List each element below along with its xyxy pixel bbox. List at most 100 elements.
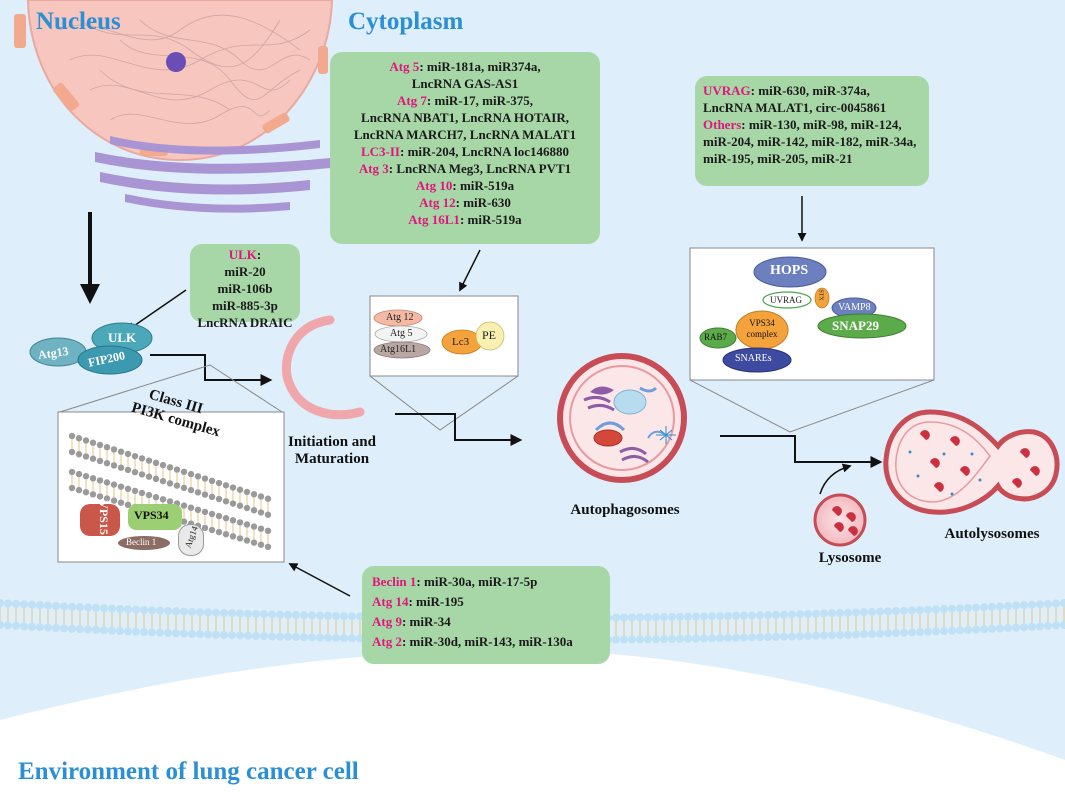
vps34-complex-line1: VPS34 bbox=[749, 318, 775, 328]
atg-box-key: LC3-II bbox=[360, 144, 400, 159]
stx-label: STX bbox=[817, 289, 824, 301]
phagophore bbox=[281, 315, 365, 420]
golgi-apparatus bbox=[95, 136, 330, 213]
vps34-label: VPS34 bbox=[134, 508, 169, 522]
atg-box-row: LC3-II: miR-204, LncRNA loc146880 bbox=[330, 143, 600, 160]
vps34-shape bbox=[128, 504, 182, 530]
beclin-box-text: : miR-30a, miR-17-5p bbox=[416, 574, 538, 589]
beclin-box-text: : miR-195 bbox=[408, 594, 464, 609]
uvrag-box-key: UVRAG bbox=[703, 83, 751, 98]
beclin-box-key: Atg 14 bbox=[372, 594, 409, 609]
uvrag-box-row: Others: miR-130, miR-98, miR-124, bbox=[703, 116, 929, 133]
atg12-label: Atg 12 bbox=[386, 312, 414, 323]
uvrag-mirna-box: UVRAG: miR-630, miR-374a,LncRNA MALAT1, … bbox=[695, 76, 929, 186]
cytoplasm-title: Cytoplasm bbox=[348, 8, 464, 35]
beclin-box-row: Atg 9: miR-34 bbox=[372, 612, 610, 632]
atg-box-key: Atg 7 bbox=[396, 93, 427, 108]
atg-box-key: Atg 5 bbox=[389, 59, 420, 74]
vps34-complex-line2: complex bbox=[746, 329, 778, 339]
autolysosomes-caption: Autolysosomes bbox=[944, 526, 1040, 542]
atg5-label: Atg 5 bbox=[390, 328, 413, 339]
atg-box-key: Atg 12 bbox=[419, 195, 456, 210]
autophagosome bbox=[557, 353, 687, 483]
atg-box-row: Atg 3: LncRNA Meg3, LncRNA PVT1 bbox=[330, 160, 600, 177]
atg-box-key: Atg 3 bbox=[358, 161, 389, 176]
uvrag-box-text: LncRNA MALAT1, circ-0045861 bbox=[703, 100, 887, 115]
atg-box-row: LncRNA GAS-AS1 bbox=[330, 75, 600, 92]
beclin-box-key: Atg 2 bbox=[372, 634, 402, 649]
pi3k-panel bbox=[57, 411, 285, 563]
nucleus-title: Nucleus bbox=[36, 8, 121, 35]
atg-box-row: LncRNA MARCH7, LncRNA MALAT1 bbox=[330, 126, 600, 143]
beclin-box-row: Atg 2: miR-30d, miR-143, miR-130a bbox=[372, 632, 610, 652]
autophagosomes-caption: Autophagosomes bbox=[570, 502, 680, 518]
beclin-box-text: : miR-30d, miR-143, miR-130a bbox=[401, 634, 573, 649]
snares-label: SNAREs bbox=[735, 353, 772, 364]
beclin-shape bbox=[118, 536, 170, 550]
vps34-complex-label: VPS34 complex bbox=[740, 318, 784, 340]
lc3-label: Lc3 bbox=[452, 336, 470, 348]
ulk-row: LncRNA DRAIC bbox=[197, 315, 293, 330]
atg16l1-label: Atg16L1 bbox=[380, 344, 417, 355]
uvrag-box-text: : miR-130, miR-98, miR-124, bbox=[741, 117, 902, 132]
uvrag-box-row: LncRNA MALAT1, circ-0045861 bbox=[703, 99, 929, 116]
atg14-shape bbox=[178, 524, 204, 556]
atg-box-text: : miR-630 bbox=[455, 195, 511, 210]
atg-box-text: : miR-17, miR-375, bbox=[426, 93, 534, 108]
atg-box-row: Atg 5: miR-181a, miR374a, bbox=[330, 58, 600, 75]
initiation-line2: Maturation bbox=[294, 451, 370, 467]
uvrag-box-text: : miR-630, miR-374a, bbox=[750, 83, 870, 98]
atg-box-row: Atg 7: miR-17, miR-375, bbox=[330, 92, 600, 109]
uvrag-box-text: miR-195, miR-205, miR-21 bbox=[703, 151, 853, 166]
ulk-label: ULK bbox=[108, 330, 137, 345]
atg-box-text: : LncRNA Meg3, LncRNA PVT1 bbox=[388, 161, 572, 176]
atg-box-text: : miR-519a bbox=[459, 212, 522, 227]
uvrag-label: UVRAG bbox=[770, 295, 803, 305]
atg-box-row: Atg 10: miR-519a bbox=[330, 177, 600, 194]
beclin-box-row: Atg 14: miR-195 bbox=[372, 592, 610, 612]
environment-title: Environment of lung cancer cell bbox=[18, 758, 359, 785]
atg-box-key: Atg 16L1 bbox=[408, 212, 460, 227]
atg-box-text: : miR-181a, miR374a, bbox=[419, 59, 541, 74]
beclin-box-row: Beclin 1: miR-30a, miR-17-5p bbox=[372, 572, 610, 592]
ulk-complex bbox=[29, 322, 153, 375]
snap29-label: SNAP29 bbox=[832, 318, 879, 333]
hops-label: HOPS bbox=[770, 263, 809, 278]
beclin-box-key: Beclin 1 bbox=[372, 574, 417, 589]
beclin-box-text: : miR-34 bbox=[401, 614, 451, 629]
autolysosome bbox=[883, 409, 1060, 515]
uvrag-box-key: Others bbox=[703, 117, 742, 132]
vamp8-label: VAMP8 bbox=[838, 302, 871, 313]
atg-box-row: Atg 12: miR-630 bbox=[330, 194, 600, 211]
atg-box-text: LncRNA NBAT1, LncRNA HOTAIR, bbox=[361, 110, 569, 125]
uvrag-box-text: miR-204, miR-142, miR-182, miR-34a, bbox=[703, 134, 917, 149]
beclin-box-key: Atg 9 bbox=[372, 614, 402, 629]
beclin-label: Beclin 1 bbox=[126, 537, 157, 547]
atg-box-text: LncRNA GAS-AS1 bbox=[411, 76, 519, 91]
pe-label: PE bbox=[482, 328, 497, 342]
atg-box-text: : miR-204, LncRNA loc146880 bbox=[400, 144, 569, 159]
nucleus bbox=[14, 0, 334, 162]
ulk-row: miR-885-3p bbox=[212, 298, 278, 313]
ulk-mirna-box: ULK: miR-20 miR-106b miR-885-3p LncRNA D… bbox=[190, 244, 300, 330]
uvrag-box-row: UVRAG: miR-630, miR-374a, bbox=[703, 82, 929, 99]
atg-box-text: LncRNA MARCH7, LncRNA MALAT1 bbox=[353, 127, 577, 142]
lysosome-caption: Lysosome bbox=[818, 550, 882, 566]
lysosome bbox=[813, 493, 867, 547]
atg-box-row: Atg 16L1: miR-519a bbox=[330, 211, 600, 228]
ulk-row: miR-20 bbox=[224, 264, 266, 279]
initiation-line1: Initiation and bbox=[288, 434, 376, 450]
ulk-key: ULK bbox=[228, 247, 257, 262]
atg-box-row: LncRNA NBAT1, LncRNA HOTAIR, bbox=[330, 109, 600, 126]
initiation-caption: Initiation and Maturation bbox=[284, 434, 380, 468]
uvrag-box-row: miR-204, miR-142, miR-182, miR-34a, bbox=[703, 133, 929, 150]
uvrag-box-row: miR-195, miR-205, miR-21 bbox=[703, 150, 929, 167]
vps15-label: VPS15 bbox=[96, 500, 111, 535]
rab7-label: RAB7 bbox=[704, 332, 728, 342]
ulk-row: miR-106b bbox=[217, 281, 273, 296]
atg-box-key: Atg 10 bbox=[415, 178, 453, 193]
atg-box-text: : miR-519a bbox=[452, 178, 515, 193]
